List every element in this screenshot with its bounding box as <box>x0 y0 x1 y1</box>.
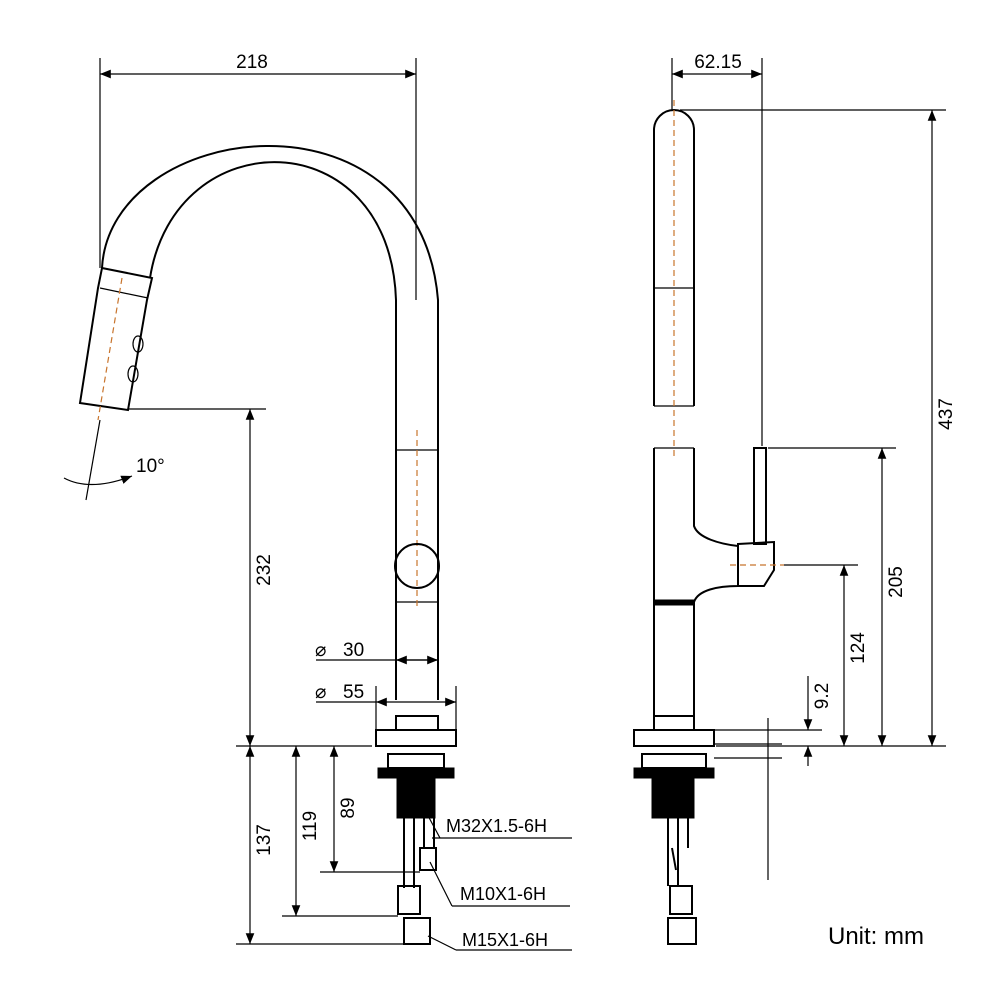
dim-diameter-symbol-30: ⌀ <box>315 640 326 661</box>
mounting-washer <box>377 767 455 779</box>
side-view <box>633 100 784 945</box>
spray-head <box>78 266 154 412</box>
spray-button-upper <box>132 335 144 353</box>
front-dimensions: 218 232 10° ⌀ 30 ⌀ 55 137 119 89 <box>63 52 572 951</box>
base-flange <box>375 729 457 747</box>
dim-below-deck-119: 119 <box>300 811 321 841</box>
dim-offset-62-15: 62.15 <box>694 52 742 73</box>
mounting-nut <box>387 753 445 769</box>
threaded-shank <box>396 777 436 819</box>
unit-label: Unit: mm <box>828 923 924 950</box>
dim-lever-height-205: 205 <box>886 566 907 598</box>
hose-fitting-m15 <box>403 917 431 945</box>
side-dimensions: 62.15 437 205 124 9.2 <box>671 52 957 880</box>
side-lever-hub <box>737 540 775 587</box>
thread-label-m10: M10X1-6H <box>460 884 546 904</box>
side-band <box>653 599 695 606</box>
thread-label-m15: M15X1-6H <box>462 930 548 950</box>
thread-label-m32: M32X1.5-6H <box>446 816 547 836</box>
dim-spray-angle: 10° <box>136 456 165 477</box>
spray-button-lower <box>127 365 139 383</box>
dim-width-218: 218 <box>236 52 268 73</box>
handle-knob <box>394 543 440 589</box>
side-body <box>653 448 739 716</box>
supply-hoses <box>403 818 437 888</box>
dim-diameter-30: 30 <box>343 640 364 661</box>
dim-lever-axis-124: 124 <box>848 632 869 664</box>
front-view <box>78 145 457 945</box>
side-lever <box>753 447 767 545</box>
spray-head-centerline <box>97 277 123 421</box>
hose-fitting-m10 <box>397 885 421 915</box>
side-hose-fitting <box>669 885 693 915</box>
dim-diameter-55: 55 <box>343 682 364 703</box>
base-collar <box>395 715 439 731</box>
dim-spout-height-232: 232 <box>254 554 275 586</box>
dim-below-deck-89: 89 <box>338 797 359 818</box>
dim-deck-9-2: 9.2 <box>812 683 833 709</box>
dim-total-height-437: 437 <box>936 398 957 430</box>
dim-below-deck-137: 137 <box>254 824 275 856</box>
spout-outer <box>101 145 439 700</box>
dim-diameter-symbol-55: ⌀ <box>315 682 326 703</box>
spout-inner <box>149 161 397 700</box>
side-base-flange <box>633 729 715 747</box>
